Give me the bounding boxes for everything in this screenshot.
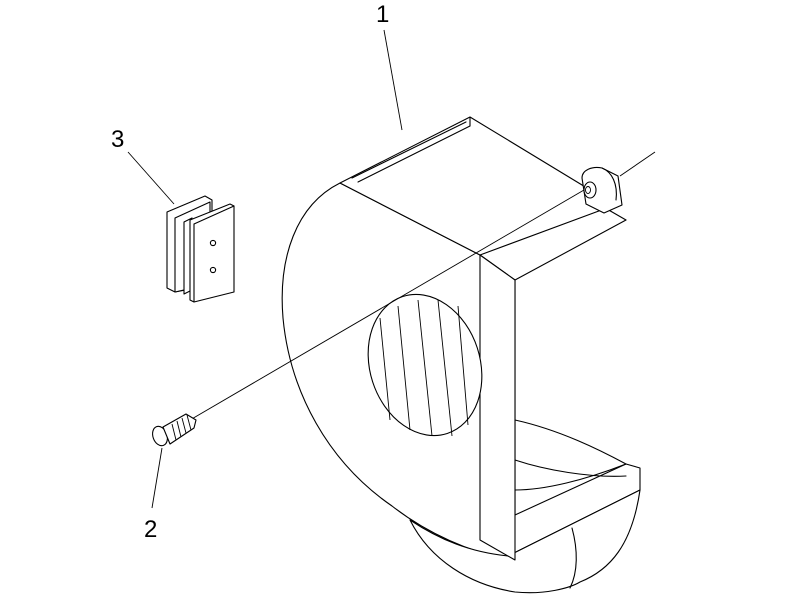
clip-part <box>166 195 235 303</box>
leader-line-1 <box>383 29 403 131</box>
callout-3: 3 <box>111 126 124 153</box>
leader-line-2 <box>151 447 163 509</box>
callout-1: 1 <box>376 1 389 28</box>
screw-part <box>152 413 197 447</box>
leader-line-3 <box>127 151 175 205</box>
screw-axis-line <box>189 189 585 421</box>
callout-2: 2 <box>144 516 157 543</box>
axis-extension-line <box>619 151 656 177</box>
blower-housing-part <box>281 116 641 594</box>
